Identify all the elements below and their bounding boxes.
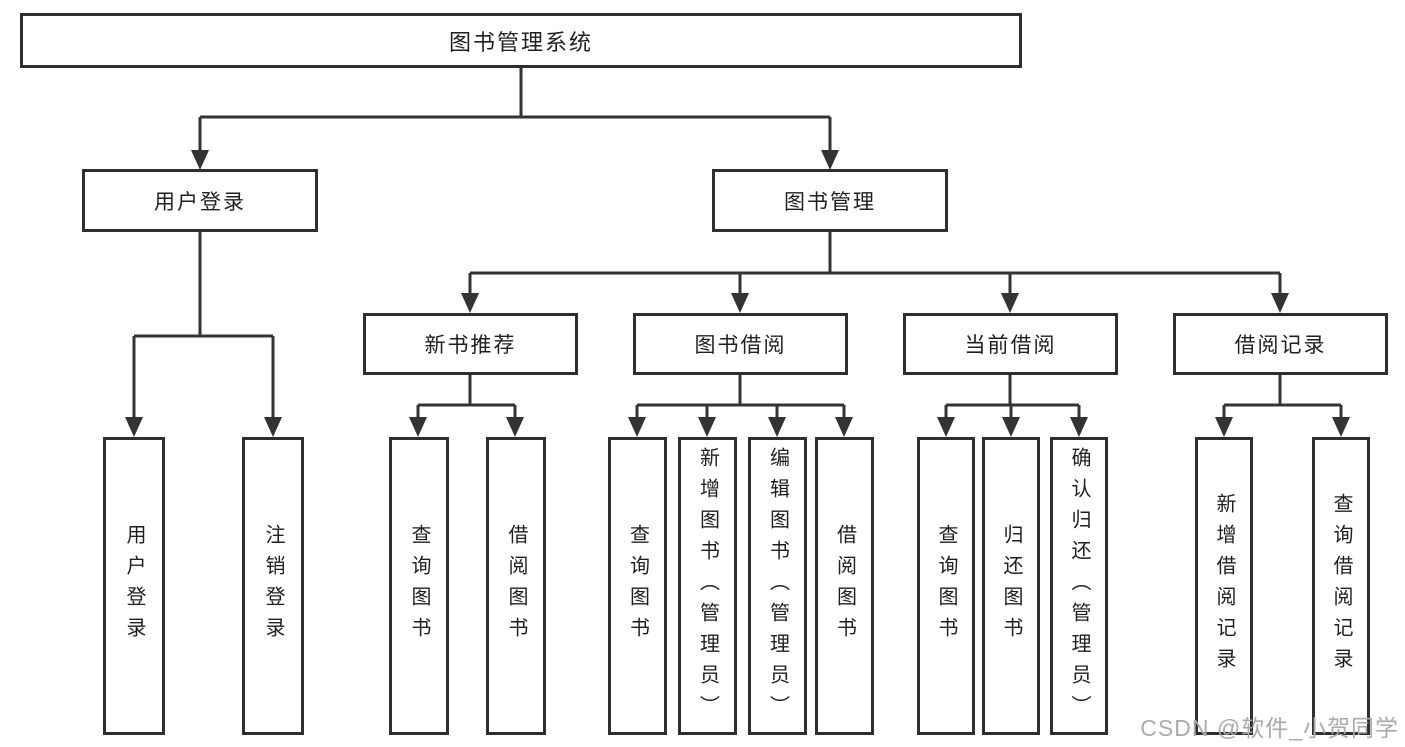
node-label: 新书推荐 (424, 334, 517, 357)
node-label: 查询图书 (935, 524, 957, 648)
connector-user-login-subtree (125, 232, 282, 437)
node-root: 图书管理系统 (20, 13, 1022, 68)
node-book-borrowing: 图书借阅 (633, 313, 848, 375)
arrowhead (628, 417, 646, 437)
arrowhead (409, 417, 427, 437)
connector-book-borrow-subtree (628, 375, 853, 437)
node-borrowing-records: 借阅记录 (1173, 313, 1388, 375)
leaf-borrow-books: 借阅图书 (815, 437, 874, 735)
node-new-book-recommend: 新书推荐 (363, 313, 578, 375)
arrowhead (461, 293, 479, 313)
arrowhead (731, 293, 749, 313)
arrowhead (506, 417, 524, 437)
leaf-query-books: 查询图书 (389, 437, 449, 735)
node-current-borrowing: 当前借阅 (903, 313, 1118, 375)
node-label: 借阅记录 (1234, 334, 1327, 357)
leaf-add-borrow-record: 新增借阅记录 (1195, 437, 1253, 735)
node-label: 当前借阅 (964, 334, 1057, 357)
arrowhead (1002, 417, 1020, 437)
leaf-confirm-return-admin: 确认归还（管理员） (1050, 437, 1108, 735)
csdn-watermark: CSDN @软件_小贺同学 (1140, 715, 1399, 741)
node-label: 查询图书 (626, 524, 649, 648)
node-label: 新增图书（管理员） (696, 446, 719, 726)
arrowhead (264, 417, 282, 437)
node-label: 注销登录 (262, 524, 284, 648)
arrowhead (1215, 417, 1233, 437)
leaf-add-books-admin: 新增图书（管理员） (678, 437, 737, 735)
node-label: 借阅图书 (505, 524, 527, 648)
node-label: 新增借阅记录 (1213, 493, 1235, 679)
arrowhead (768, 417, 786, 437)
node-label: 图书借阅 (694, 334, 787, 357)
leaf-edit-books-admin: 编辑图书（管理员） (748, 437, 807, 735)
node-label: 图书管理 (784, 190, 876, 214)
connector-current-borrow-subtree (937, 375, 1088, 437)
arrowhead (698, 417, 716, 437)
leaf-return-books: 归还图书 (982, 437, 1040, 735)
leaf-borrow-books: 借阅图书 (486, 437, 546, 735)
connector-new-book-subtree (409, 375, 524, 437)
node-label: 借阅图书 (833, 524, 856, 648)
arrowhead (1001, 293, 1019, 313)
leaf-query-books: 查询图书 (608, 437, 667, 735)
leaf-query-books: 查询图书 (917, 437, 975, 735)
arrowhead (821, 150, 839, 170)
node-label: 归还图书 (1000, 524, 1022, 648)
arrowhead (1332, 417, 1350, 437)
arrowhead (191, 150, 209, 170)
node-label: 查询借阅记录 (1330, 493, 1352, 679)
node-user-login: 用户登录 (82, 169, 318, 232)
node-label: 确认归还（管理员） (1068, 446, 1090, 726)
leaf-logout: 注销登录 (242, 437, 304, 735)
node-book-management: 图书管理 (712, 169, 948, 232)
node-label: 用户登录 (123, 524, 145, 648)
arrowhead (835, 417, 853, 437)
leaf-query-borrow-record: 查询借阅记录 (1312, 437, 1370, 735)
arrowhead (125, 417, 143, 437)
connector-root-to-level2 (191, 68, 839, 170)
node-label: 图书管理系统 (448, 29, 593, 55)
arrowhead (1271, 293, 1289, 313)
leaf-user-login: 用户登录 (103, 437, 165, 735)
node-label: 用户登录 (154, 190, 246, 214)
node-label: 查询图书 (408, 524, 430, 648)
node-label: 编辑图书（管理员） (766, 446, 789, 726)
connector-book-mgmt-to-level3 (461, 232, 1289, 313)
arrowhead (937, 417, 955, 437)
arrowhead (1070, 417, 1088, 437)
connector-borrow-records-subtree (1215, 375, 1350, 437)
